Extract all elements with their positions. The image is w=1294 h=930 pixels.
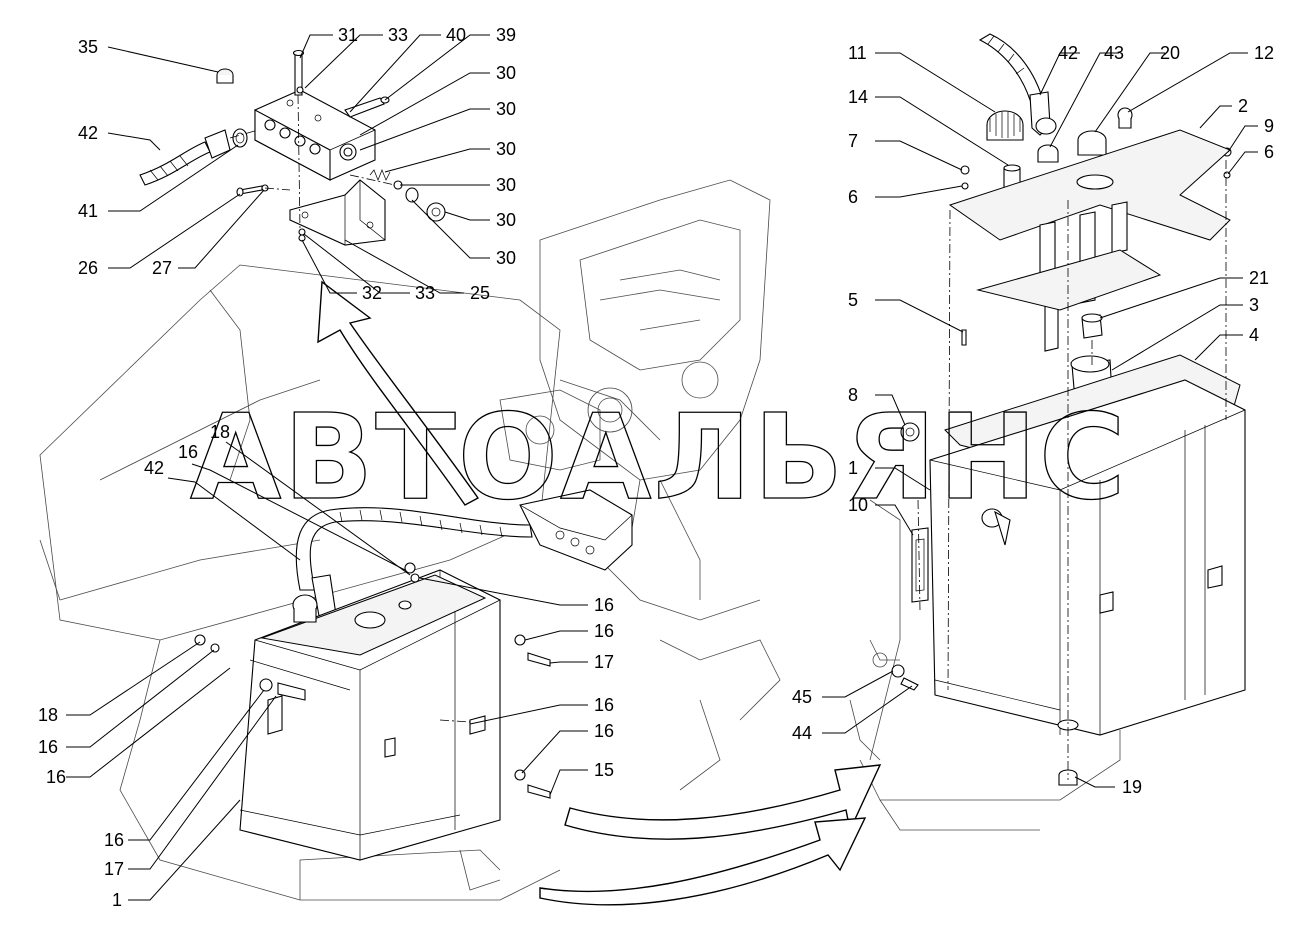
tank-assembly-left bbox=[194, 489, 633, 861]
callout-2: 2 bbox=[1238, 96, 1248, 116]
callout-16: 16 bbox=[594, 595, 614, 615]
callout-26: 26 bbox=[78, 258, 98, 278]
callout-44: 44 bbox=[792, 723, 812, 743]
callout-3: 3 bbox=[1249, 295, 1259, 315]
callout-18: 18 bbox=[210, 422, 230, 442]
callout-33: 33 bbox=[415, 283, 435, 303]
callouts-right: 11 42 43 20 12 14 2 9 7 6 6 21 5 3 4 8 1… bbox=[792, 43, 1274, 797]
manifold-detail bbox=[139, 49, 446, 246]
callout-31: 31 bbox=[338, 25, 358, 45]
callout-15: 15 bbox=[594, 760, 614, 780]
callout-35: 35 bbox=[78, 37, 98, 57]
callout-16: 16 bbox=[594, 695, 614, 715]
callout-9: 9 bbox=[1264, 116, 1274, 136]
callout-30: 30 bbox=[496, 99, 516, 119]
callout-5: 5 bbox=[848, 290, 858, 310]
callout-43: 43 bbox=[1104, 43, 1124, 63]
callout-40: 40 bbox=[446, 25, 466, 45]
callout-1: 1 bbox=[112, 890, 122, 910]
callout-14: 14 bbox=[848, 87, 868, 107]
callout-32: 32 bbox=[362, 283, 382, 303]
callout-11: 11 bbox=[848, 43, 867, 63]
callout-18: 18 bbox=[38, 705, 58, 725]
callout-41: 41 bbox=[78, 201, 98, 221]
callout-10: 10 bbox=[848, 495, 868, 515]
flow-arrows bbox=[317, 280, 882, 906]
callout-12: 12 bbox=[1254, 43, 1274, 63]
callout-16: 16 bbox=[38, 737, 58, 757]
callout-17: 17 bbox=[104, 859, 124, 879]
leader-lines bbox=[66, 34, 1258, 901]
callout-6: 6 bbox=[848, 187, 858, 207]
callout-1: 1 bbox=[848, 458, 858, 478]
tank-assembly-right bbox=[891, 33, 1246, 786]
callout-42: 42 bbox=[144, 458, 164, 478]
arrow-to-right-lower bbox=[539, 817, 867, 906]
callout-7: 7 bbox=[848, 131, 858, 151]
callout-42: 42 bbox=[78, 123, 98, 143]
callout-25: 25 bbox=[470, 283, 490, 303]
callouts-bottom-left: 18 16 42 16 16 17 16 16 15 18 16 16 16 1… bbox=[38, 422, 614, 910]
callout-16: 16 bbox=[104, 830, 124, 850]
callout-30: 30 bbox=[496, 63, 516, 83]
callout-4: 4 bbox=[1249, 325, 1259, 345]
callout-8: 8 bbox=[848, 385, 858, 405]
callout-42: 42 bbox=[1058, 43, 1078, 63]
callout-20: 20 bbox=[1160, 43, 1180, 63]
callout-16: 16 bbox=[178, 442, 198, 462]
callout-30: 30 bbox=[496, 139, 516, 159]
callout-17: 17 bbox=[594, 652, 614, 672]
callout-30: 30 bbox=[496, 210, 516, 230]
callout-33: 33 bbox=[388, 25, 408, 45]
callout-21: 21 bbox=[1249, 268, 1269, 288]
callout-45: 45 bbox=[792, 687, 812, 707]
callout-30: 30 bbox=[496, 248, 516, 268]
callout-16: 16 bbox=[46, 767, 66, 787]
callouts-top-left: 35 31 33 40 39 30 30 30 30 30 30 42 41 2… bbox=[78, 25, 516, 303]
callout-27: 27 bbox=[152, 258, 172, 278]
arrow-to-detail bbox=[317, 280, 480, 506]
callout-6: 6 bbox=[1264, 142, 1274, 162]
callout-39: 39 bbox=[496, 25, 516, 45]
callout-16: 16 bbox=[594, 721, 614, 741]
callout-16: 16 bbox=[594, 621, 614, 641]
watermark-text: АВТОАЛЬЯНС bbox=[190, 388, 1128, 526]
callout-30: 30 bbox=[496, 175, 516, 195]
callout-19: 19 bbox=[1122, 777, 1142, 797]
